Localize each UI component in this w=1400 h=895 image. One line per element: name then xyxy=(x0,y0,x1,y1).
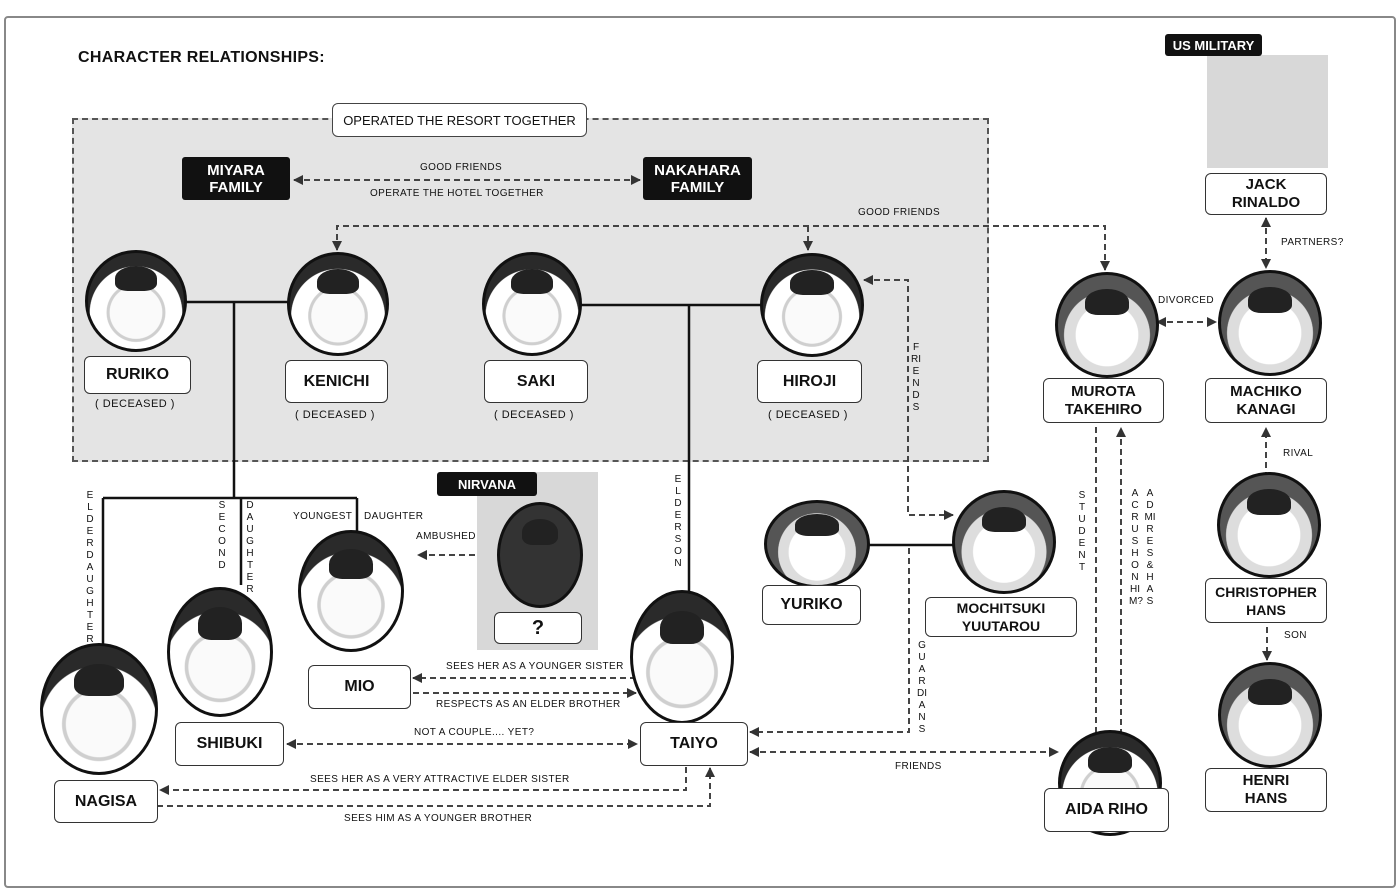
nagisa-taiyo-arrow xyxy=(157,767,715,807)
guardians-label: GUARDIANS xyxy=(917,640,927,735)
good-friends-label: GOOD FRIENDS xyxy=(858,207,941,218)
mio-taiyo-label: RESPECTS AS AN ELDER BROTHER xyxy=(436,699,621,710)
hiroji-portrait xyxy=(760,253,864,357)
taiyo-aida-label: FRIENDS xyxy=(895,761,942,772)
crush-label: A CRUSH ON HIM? xyxy=(1129,488,1143,607)
christopher-name: CHRISTOPHER HANS xyxy=(1205,578,1327,623)
youngest-label: YOUNGEST xyxy=(293,511,353,522)
saki-note: ( DECEASED ) xyxy=(494,409,574,421)
nirvana-label: NIRVANA xyxy=(437,472,537,496)
divorced-label: DIVORCED xyxy=(1158,295,1214,306)
admires-label: ADMIRES & HAS xyxy=(1144,488,1156,607)
taiyo-portrait xyxy=(630,590,734,724)
partners-label: PARTNERS? xyxy=(1281,237,1344,248)
hiroji-note: ( DECEASED ) xyxy=(768,409,848,421)
nagisa-portrait xyxy=(40,643,158,775)
families-relation-bottom: OPERATE THE HOTEL TOGETHER xyxy=(370,188,544,199)
student-label: STUDENT xyxy=(1078,490,1086,573)
machiko-name: MACHIKO KANAGI xyxy=(1205,378,1327,423)
page-frame xyxy=(4,16,1396,888)
daughter-label: DAUGHTER xyxy=(246,500,254,595)
miyara-children-line xyxy=(101,302,359,645)
region-label: OPERATED THE RESORT TOGETHER xyxy=(332,103,587,137)
nagisa-name: NAGISA xyxy=(54,780,158,823)
ruriko-note: ( DECEASED ) xyxy=(95,398,175,410)
shibuki-taiyo-label: NOT A COUPLE.... YET? xyxy=(414,727,535,738)
kenichi-portrait xyxy=(287,252,389,356)
hiroji-name: HIROJI xyxy=(757,360,862,403)
masked-figure-portrait xyxy=(497,502,583,608)
machiko-portrait xyxy=(1218,270,1322,376)
hiroji-mochitsuki-label: FRIENDS xyxy=(911,342,921,413)
son-label: SON xyxy=(1284,630,1307,641)
elder-son-label: ELDER SON xyxy=(674,474,682,569)
good-friends-arrow xyxy=(332,225,1110,271)
kenichi-name: KENICHI xyxy=(285,360,388,403)
miyara-family-label: MIYARA FAMILY xyxy=(182,157,290,200)
shibuki-name: SHIBUKI xyxy=(175,722,284,766)
jack-name: JACK RINALDO xyxy=(1205,173,1327,215)
ambushed-label: AMBUSHED xyxy=(416,531,476,542)
ruriko-name: RURIKO xyxy=(84,356,191,394)
jack-portrait xyxy=(1207,55,1328,168)
us-military-label: US MILITARY xyxy=(1165,34,1262,56)
kenichi-note: ( DECEASED ) xyxy=(295,409,375,421)
murota-portrait xyxy=(1055,272,1159,378)
nakahara-family-label: NAKAHARA FAMILY xyxy=(643,157,752,200)
taiyo-mio-label: SEES HER AS A YOUNGER SISTER xyxy=(446,661,624,672)
hiroji-mochitsuki-arrow xyxy=(863,275,954,520)
murota-name: MUROTA TAKEHIRO xyxy=(1043,378,1164,423)
mio-name: MIO xyxy=(308,665,411,709)
second-label: SECOND xyxy=(218,500,226,571)
rival-label: RIVAL xyxy=(1283,448,1314,459)
mochitsuki-portrait xyxy=(952,490,1056,594)
ruriko-portrait xyxy=(85,250,187,352)
guardians-arrow xyxy=(749,548,910,737)
youngest-daughter-label: DAUGHTER xyxy=(364,511,424,522)
yuriko-name: YURIKO xyxy=(762,585,861,625)
mochitsuki-name: MOCHITSUKI YUUTAROU xyxy=(925,597,1077,637)
saki-name: SAKI xyxy=(484,360,588,403)
henri-name: HENRI HANS xyxy=(1205,768,1327,812)
yuriko-portrait xyxy=(764,500,870,588)
taiyo-nagisa-label: SEES HER AS A VERY ATTRACTIVE ELDER SIST… xyxy=(310,774,570,785)
elder-daughter-label: ELDER DAUGHTER xyxy=(86,490,94,645)
shibuki-portrait xyxy=(167,587,273,717)
families-relation-top: GOOD FRIENDS xyxy=(420,162,503,173)
page-title: CHARACTER RELATIONSHIPS: xyxy=(78,49,325,66)
taiyo-nagisa-arrow xyxy=(159,767,687,795)
taiyo-name: TAIYO xyxy=(640,722,748,766)
nagisa-taiyo-label: SEES HIM AS A YOUNGER BROTHER xyxy=(344,813,533,824)
mio-portrait xyxy=(298,530,404,652)
christopher-portrait xyxy=(1217,472,1321,578)
saki-portrait xyxy=(482,252,582,356)
henri-portrait xyxy=(1218,662,1322,768)
aida-name: AIDA RIHO xyxy=(1044,788,1169,832)
unknown-name: ? xyxy=(494,612,582,644)
